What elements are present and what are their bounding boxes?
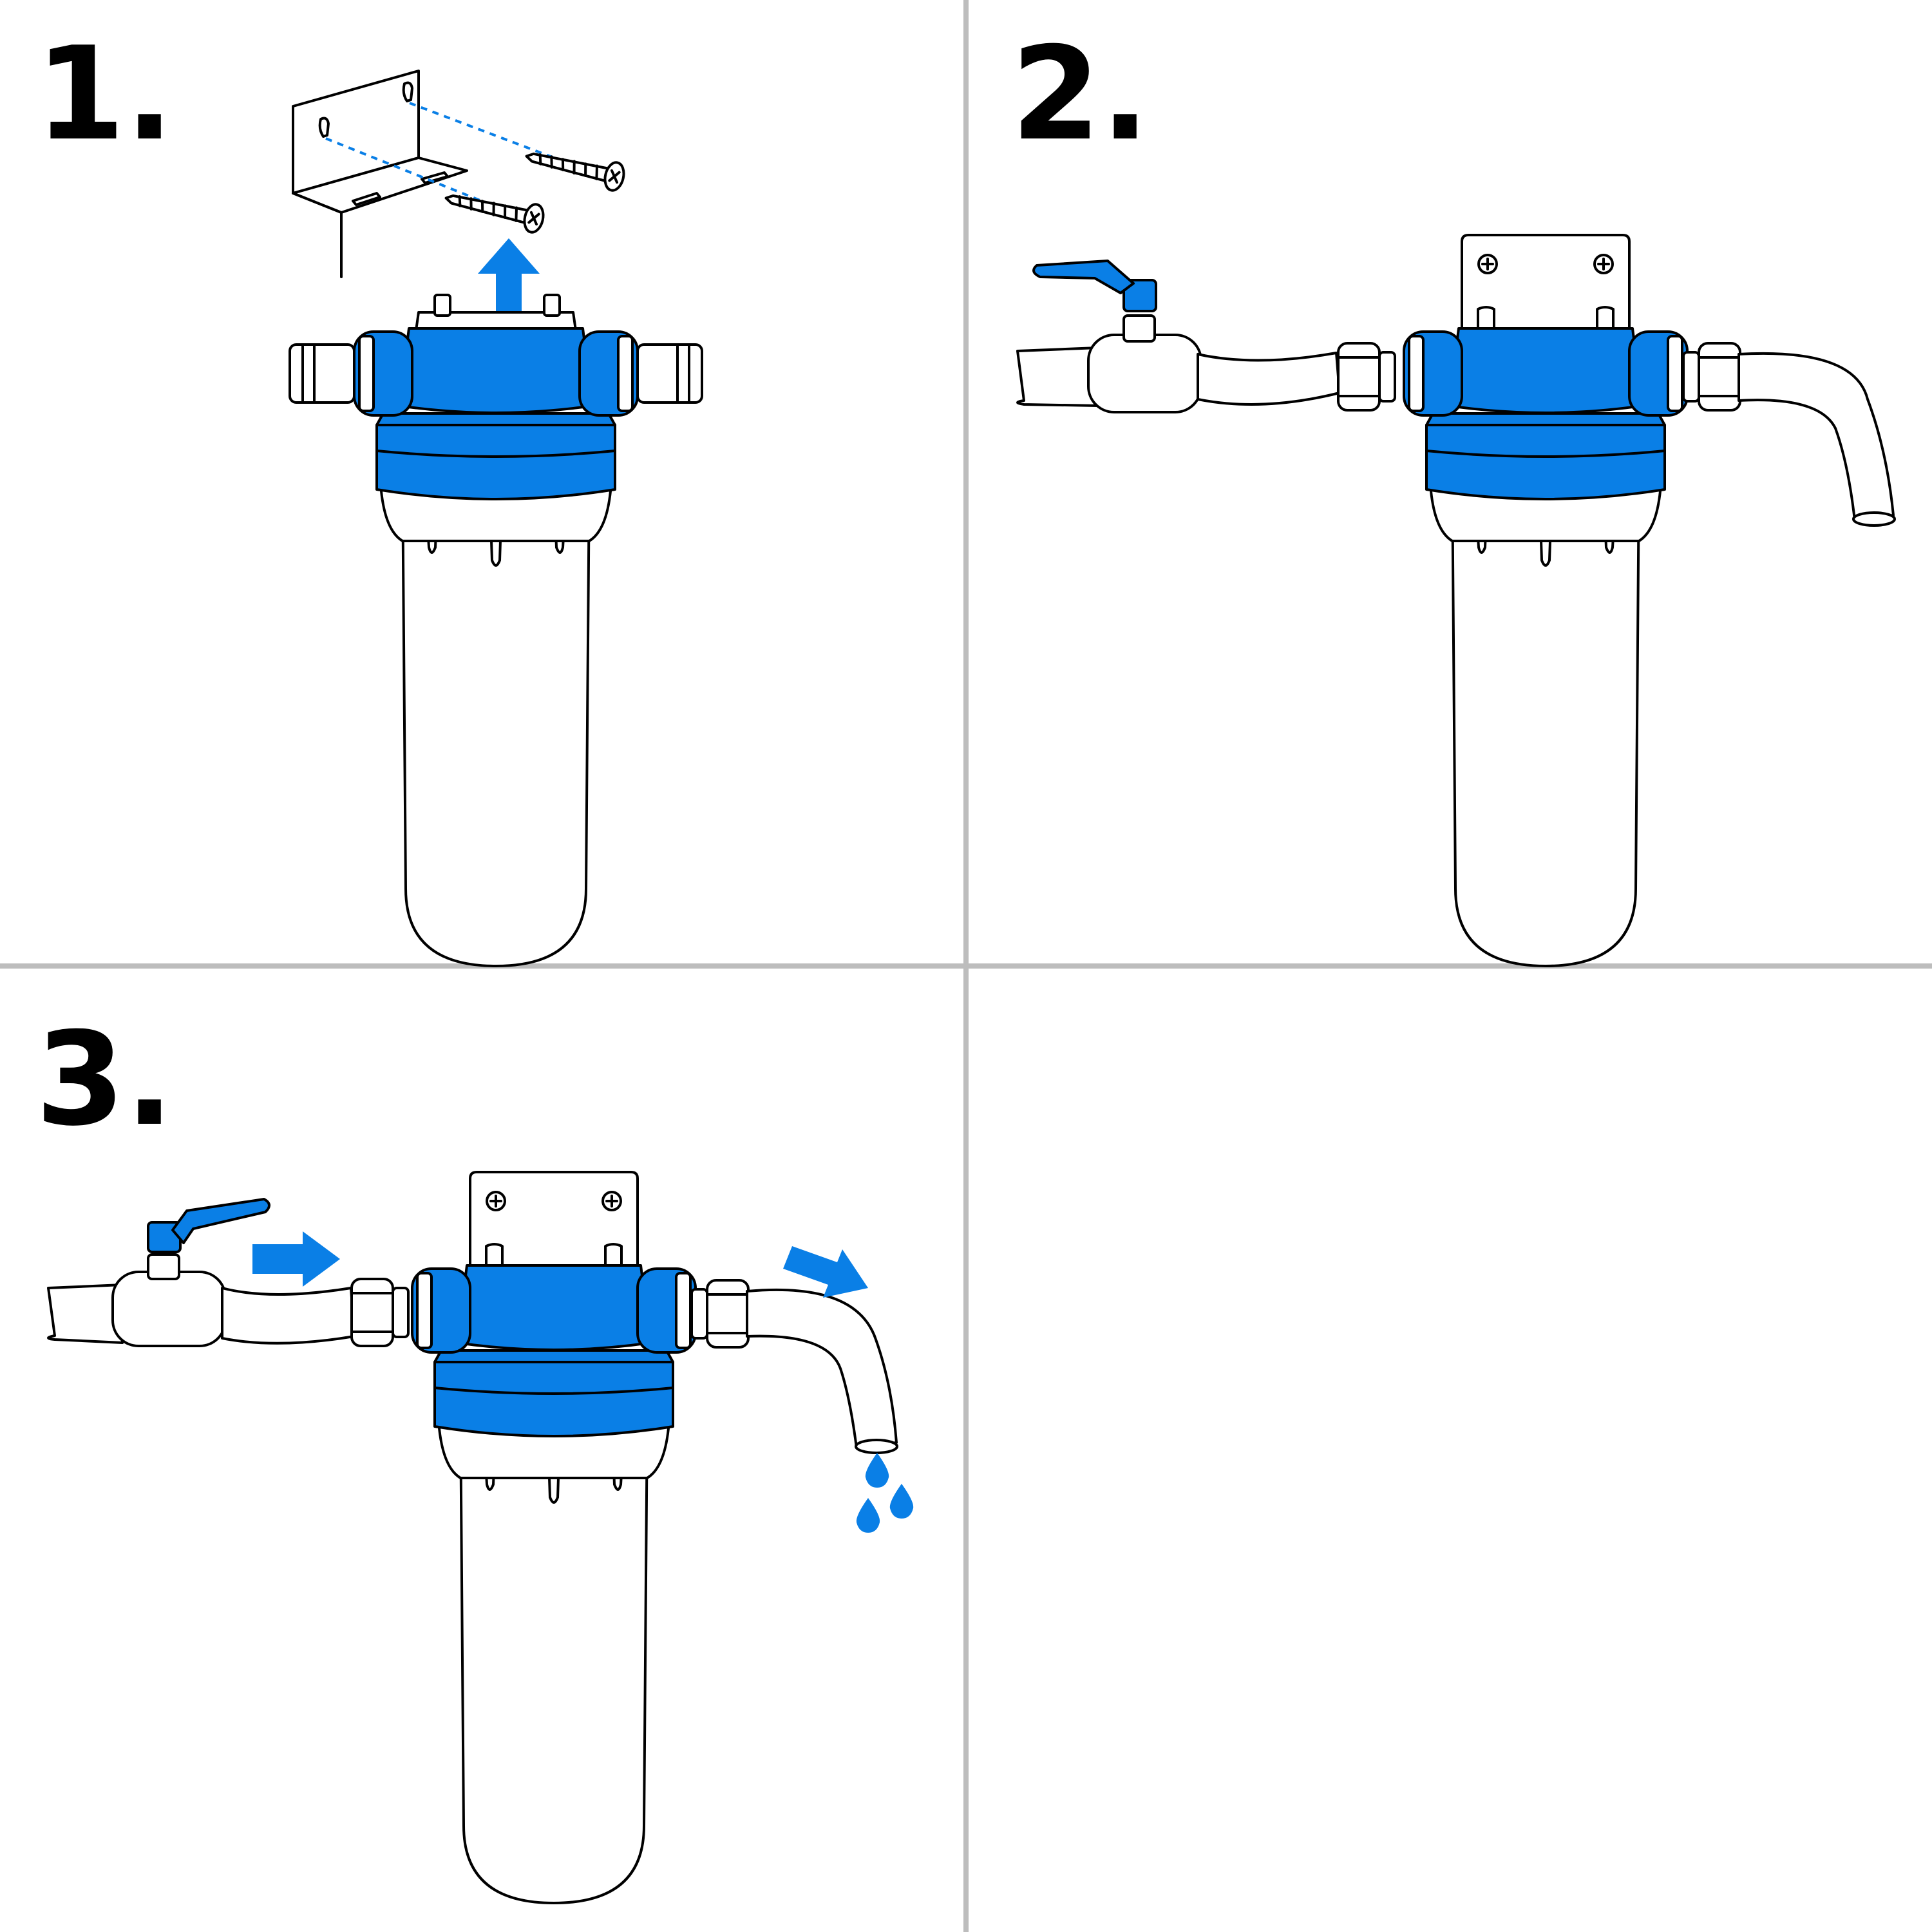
arrow-right-icon bbox=[252, 1231, 340, 1287]
screw bbox=[522, 141, 628, 194]
arrow-up-icon bbox=[478, 238, 540, 322]
screw bbox=[441, 183, 547, 236]
inlet-pipe bbox=[47, 1283, 124, 1344]
union-fitting bbox=[350, 1278, 410, 1347]
valve-handle-closed[interactable] bbox=[171, 1198, 270, 1244]
inlet-pipe bbox=[1016, 346, 1099, 407]
panel-2: 2. bbox=[1011, 19, 1896, 967]
shutoff-valve bbox=[111, 1198, 270, 1347]
step-number-2: 2. bbox=[1011, 19, 1150, 169]
water-drop-icon bbox=[865, 1453, 889, 1488]
filter-housing bbox=[289, 294, 703, 967]
union-fitting bbox=[1337, 342, 1396, 412]
arrow-down-right-icon bbox=[783, 1246, 868, 1298]
valve-handle-open[interactable] bbox=[1032, 260, 1135, 294]
water-drop-icon bbox=[856, 1498, 880, 1533]
outlet-hose bbox=[1738, 352, 1895, 522]
step-number-1: 1. bbox=[35, 19, 174, 169]
horizontal-divider bbox=[0, 963, 1932, 969]
wall-bracket bbox=[292, 70, 468, 278]
shutoff-valve bbox=[1032, 260, 1202, 413]
step-number-3: 3. bbox=[35, 1005, 174, 1155]
outlet-hose bbox=[746, 1288, 898, 1449]
panel-3: 3. bbox=[35, 1005, 914, 1904]
union-fitting bbox=[690, 1279, 750, 1349]
union-fitting bbox=[1682, 342, 1741, 412]
panel-1: 1. bbox=[35, 19, 703, 967]
connecting-hose bbox=[1197, 352, 1341, 406]
connecting-hose bbox=[221, 1287, 355, 1345]
filter-housing bbox=[411, 1171, 697, 1904]
water-drop-icon bbox=[889, 1484, 914, 1519]
filter-housing bbox=[1403, 234, 1689, 967]
